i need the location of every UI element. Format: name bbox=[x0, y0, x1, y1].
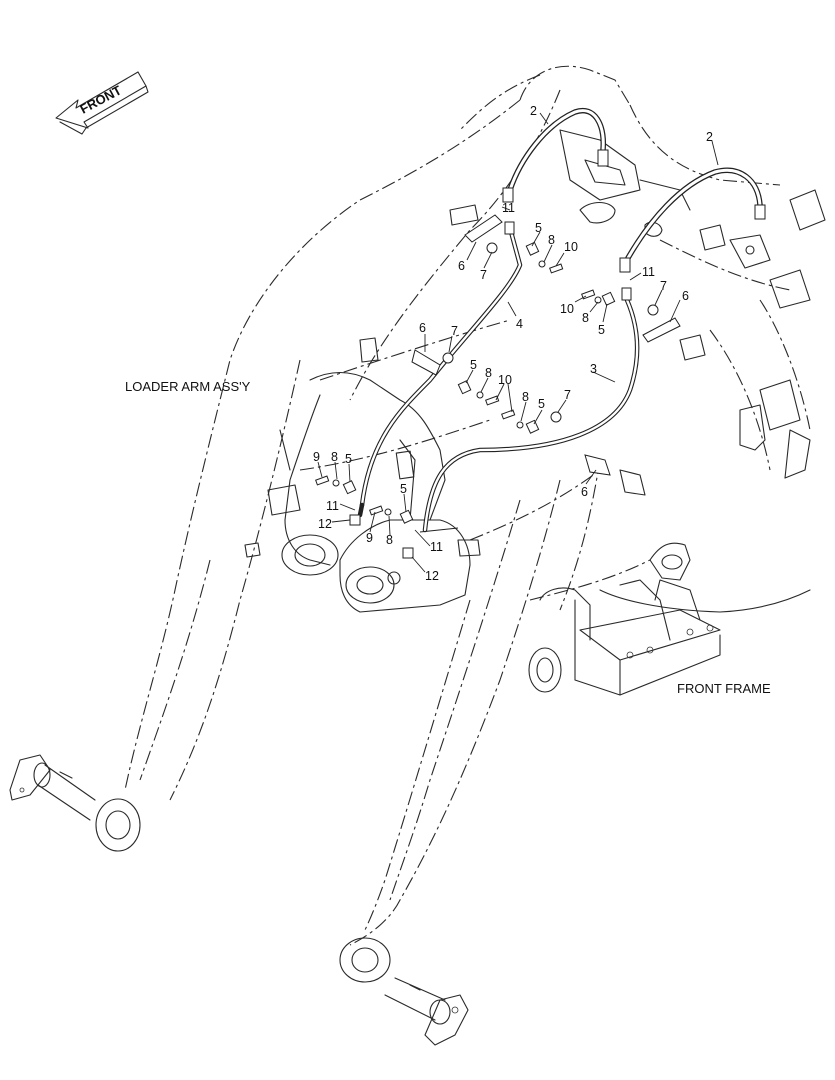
callout-10: 10 bbox=[560, 302, 574, 316]
loader-arm-outline bbox=[124, 65, 811, 946]
callout-numbers: 2 2 11 6 7 5 8 10 11 7 6 10 8 5 4 6 7 3 … bbox=[313, 104, 713, 583]
callout-5: 5 bbox=[345, 452, 352, 466]
callout-8: 8 bbox=[522, 390, 529, 404]
callout-8: 8 bbox=[386, 533, 393, 547]
clamp-hardware bbox=[315, 214, 681, 559]
callout-2: 2 bbox=[706, 130, 713, 144]
callout-4: 4 bbox=[516, 317, 523, 331]
callout-5: 5 bbox=[400, 482, 407, 496]
loader-arm-label: LOADER ARM ASS'Y bbox=[125, 379, 251, 394]
front-frame bbox=[528, 189, 826, 696]
leader-lines bbox=[317, 112, 719, 573]
callout-11: 11 bbox=[642, 265, 655, 279]
callout-7: 7 bbox=[451, 324, 458, 338]
callout-9: 9 bbox=[313, 450, 320, 464]
callout-7: 7 bbox=[480, 268, 487, 282]
front-arrow-label: FRONT bbox=[77, 82, 124, 116]
callout-11: 11 bbox=[430, 540, 443, 554]
callout-2: 2 bbox=[530, 104, 537, 118]
callout-5: 5 bbox=[598, 323, 605, 337]
callout-8: 8 bbox=[331, 450, 338, 464]
callout-11: 11 bbox=[326, 499, 339, 513]
callout-3: 3 bbox=[590, 362, 597, 376]
callout-5: 5 bbox=[535, 221, 542, 235]
callout-6: 6 bbox=[581, 485, 588, 499]
callout-8: 8 bbox=[485, 366, 492, 380]
callout-9: 9 bbox=[366, 531, 373, 545]
callout-10: 10 bbox=[564, 240, 578, 254]
callout-11: 11 bbox=[502, 201, 515, 215]
callout-12: 12 bbox=[318, 517, 332, 531]
tube-3 bbox=[422, 287, 640, 533]
upper-mount-area bbox=[244, 129, 771, 558]
callout-8: 8 bbox=[582, 311, 589, 325]
callout-6: 6 bbox=[682, 289, 689, 303]
callout-7: 7 bbox=[660, 279, 667, 293]
callout-6: 6 bbox=[458, 259, 465, 273]
hose-left bbox=[502, 107, 609, 203]
front-arrow-icon: FRONT bbox=[55, 71, 149, 135]
callout-8: 8 bbox=[548, 233, 555, 247]
bellcrank-structure bbox=[267, 372, 471, 613]
callout-12: 12 bbox=[425, 569, 439, 583]
left-pivot-pin bbox=[9, 754, 141, 852]
callout-10: 10 bbox=[498, 373, 512, 387]
right-pivot-pin bbox=[339, 937, 469, 1046]
front-frame-label: FRONT FRAME bbox=[677, 681, 771, 696]
callout-6: 6 bbox=[419, 321, 426, 335]
tube-4 bbox=[357, 221, 523, 518]
hose-right bbox=[619, 167, 766, 273]
callout-7: 7 bbox=[564, 388, 571, 402]
callout-5: 5 bbox=[470, 358, 477, 372]
callout-5: 5 bbox=[538, 397, 545, 411]
